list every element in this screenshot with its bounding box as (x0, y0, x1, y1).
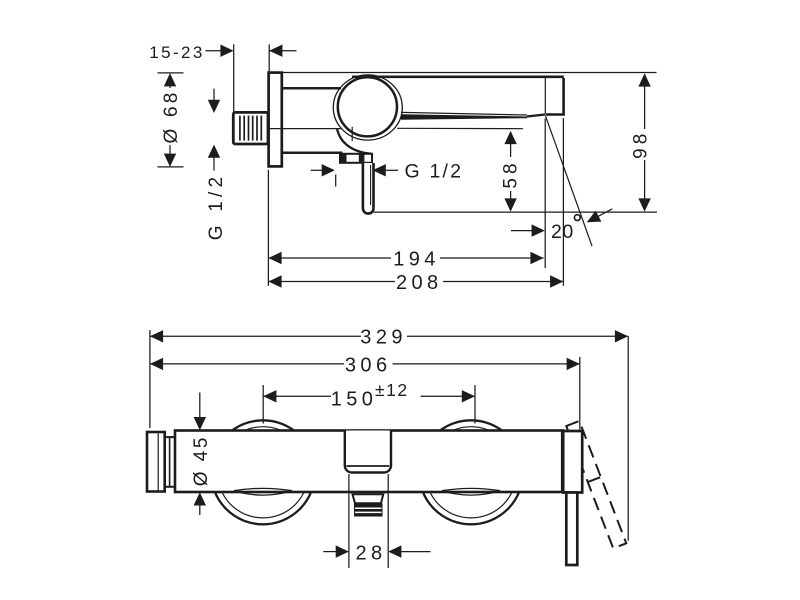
svg-text:15-23: 15-23 (149, 43, 204, 62)
svg-text:98: 98 (631, 130, 652, 159)
svg-text:208: 208 (396, 272, 443, 294)
svg-text:194: 194 (393, 248, 440, 270)
svg-text:58: 58 (501, 159, 522, 188)
svg-text:G 1/2: G 1/2 (405, 161, 464, 183)
svg-text:Ø 45: Ø 45 (191, 435, 212, 486)
svg-text:20: 20 (551, 221, 574, 243)
svg-text:329: 329 (360, 327, 407, 349)
svg-text:28: 28 (355, 542, 386, 564)
svg-text:Ø 68: Ø 68 (161, 90, 182, 144)
svg-text:G 1/2: G 1/2 (206, 173, 227, 240)
svg-text:±12: ±12 (375, 380, 409, 400)
svg-text:306: 306 (345, 355, 392, 377)
svg-text:150: 150 (331, 388, 378, 410)
